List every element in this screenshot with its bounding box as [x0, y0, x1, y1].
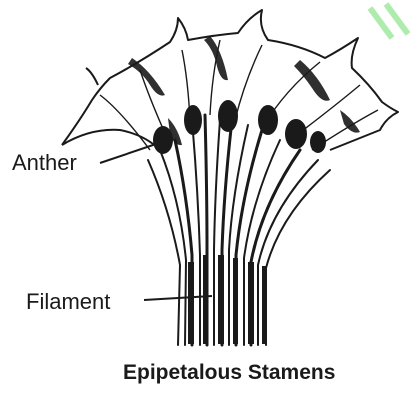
anther: [218, 100, 238, 132]
anther: [310, 131, 326, 153]
anthers: [153, 100, 326, 154]
anther: [153, 126, 173, 154]
anther: [184, 105, 202, 135]
figure-caption: Epipetalous Stamens: [123, 362, 335, 383]
corolla-tube: [148, 115, 330, 345]
anther-label: Anther: [12, 152, 77, 174]
filament-label: Filament: [26, 291, 110, 313]
anther-leader-line: [100, 142, 162, 163]
petal-veins: [100, 40, 378, 150]
anther: [285, 119, 307, 149]
anther: [258, 105, 278, 135]
filament-leader-line: [144, 296, 212, 300]
watermark-mark: [370, 4, 408, 38]
